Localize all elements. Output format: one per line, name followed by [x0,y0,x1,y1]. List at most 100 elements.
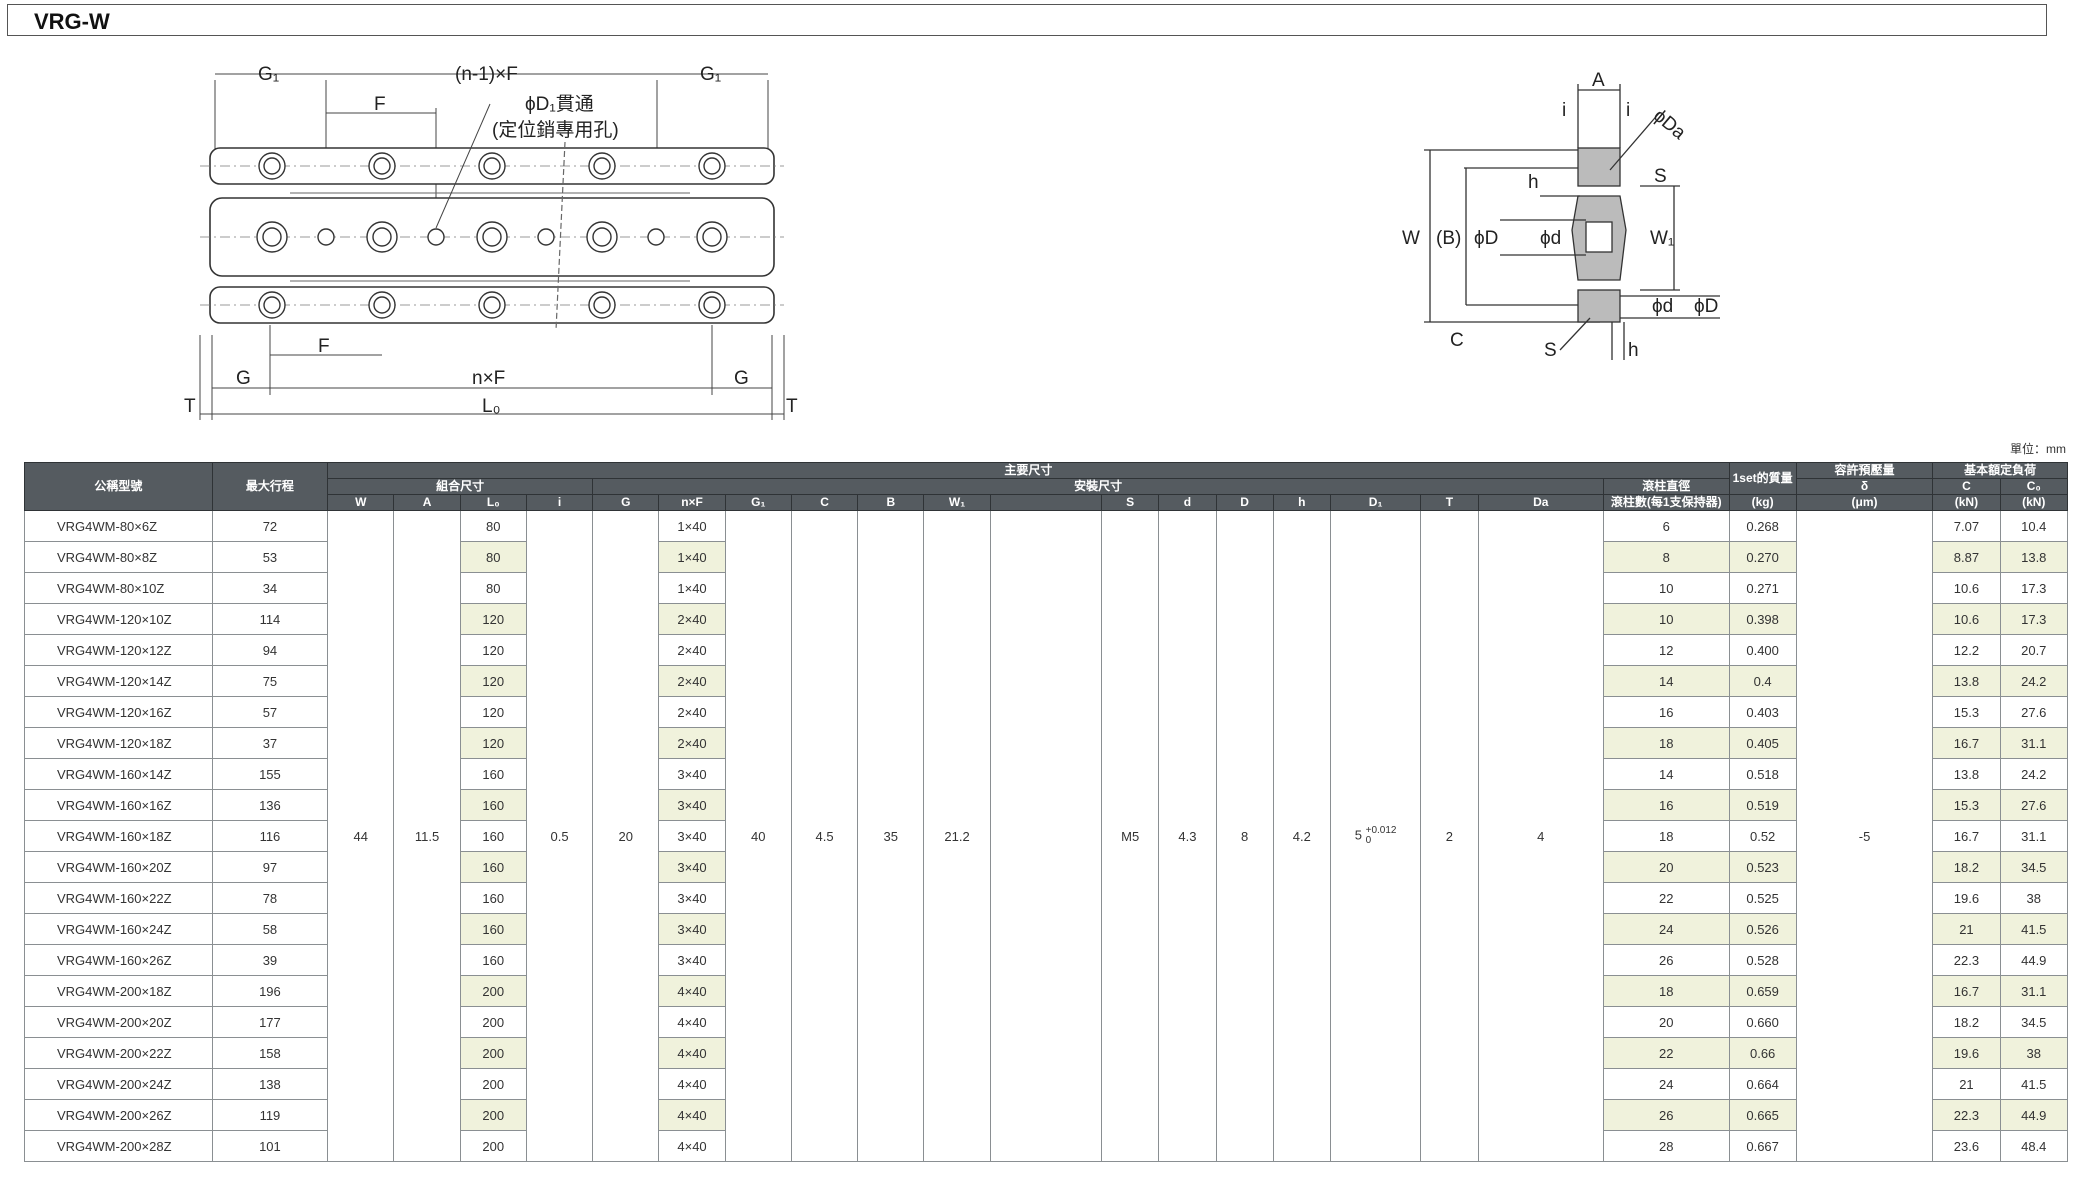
table-cell: 16.7 [1932,727,2001,759]
table-cell: VRG4WM-200×20Z [24,1006,213,1038]
table-cell: 22 [1603,882,1730,914]
table-cell: VRG4WM-160×18Z [24,820,213,852]
th-nf: n×F [658,494,726,511]
table-cell: VRG4WM-200×28Z [24,1130,213,1162]
table-cell: 4×40 [658,1006,726,1038]
table-cell: 0.403 [1728,696,1797,728]
th-preload-sym: δ [1795,478,1934,495]
table-cell: VRG4WM-80×8Z [24,541,213,573]
table-cell: 13.8 [1999,541,2069,573]
table-cell: 37 [211,727,329,759]
th-c-unit: (kN) [1932,494,2001,511]
table-cell: 48.4 [1999,1130,2069,1162]
table-cell: VRG4WM-160×20Z [24,851,213,883]
label-phi-d-big-2: ϕD [1694,296,1718,317]
table-cell: 16.7 [1932,975,2001,1007]
table-cell: 22.3 [1932,1099,2001,1131]
label-w1: W₁ [1650,228,1674,249]
table-cell: 0.52 [1728,820,1797,852]
th-preload-unit: (μm) [1795,494,1934,511]
table-cell: VRG4WM-200×18Z [24,975,213,1007]
table-cell: 138 [211,1068,329,1100]
label-f-bottom: F [318,336,330,357]
table-cell: 160 [459,758,527,790]
table-cell: 15.3 [1932,696,2001,728]
table-cell: 2×40 [658,634,726,666]
table-cell: 24 [1603,1068,1730,1100]
table-cell: 26 [1603,944,1730,976]
th-h: h [1272,494,1331,511]
th-mass: 1set的質量 [1728,462,1797,495]
label-g-left: G [236,368,251,389]
d1-base: 5 [1354,827,1362,843]
label-i-right: i [1626,100,1630,121]
page-title: VRG-W [34,9,110,34]
table-cell: 40 [724,510,792,1162]
label-i-left: i [1562,100,1566,121]
table-cell: 28 [1603,1130,1730,1162]
table-cell: 13.8 [1932,758,2001,790]
th-roller-dia: 滾柱直徑 [1603,478,1730,495]
table-cell: VRG4WM-120×12Z [24,634,213,666]
table-cell: 20 [1603,1006,1730,1038]
table-cell: 0.667 [1728,1130,1797,1162]
label-d1-thru: ϕD₁貫通 [525,93,594,115]
th-s: S [1101,494,1160,511]
table-cell: 8 [1215,510,1274,1162]
label-pin-hole: (定位銷專用孔) [492,119,619,141]
table-cell: M5 [1101,510,1160,1162]
table-cell: 0.519 [1728,789,1797,821]
table-cell: 8.87 [1932,541,2001,573]
label-l0: L₀ [482,396,500,417]
table-cell: 38 [1999,1037,2069,1069]
th-d1: D₁ [1329,494,1422,511]
label-c: C [1450,330,1464,351]
label-g1-right: G₁ [700,64,721,85]
th-load: 基本額定負荷 [1932,462,2068,479]
table-cell: 4×40 [658,1068,726,1100]
table-cell: 35 [857,510,925,1162]
table-cell: 12 [1603,634,1730,666]
table-cell: 20 [592,510,660,1162]
table-cell: VRG4WM-120×16Z [24,696,213,728]
table-cell: 17.3 [1999,572,2069,604]
table-cell: 34 [211,572,329,604]
table-cell: 18 [1603,975,1730,1007]
table-cell: 24.2 [1999,758,2069,790]
table-cell: 2 [1420,510,1479,1162]
label-phi-d-small-2: ϕd [1652,296,1673,317]
table-cell: 2×40 [658,696,726,728]
th-d: d [1158,494,1217,511]
table-cell: 39 [211,944,329,976]
table-cell: 16.7 [1932,820,2001,852]
table-cell: 44.9 [1999,1099,2069,1131]
table-cell: 14 [1603,665,1730,697]
table-cell: 18.2 [1932,851,2001,883]
th-b: B [857,494,925,511]
table-cell: 10.4 [1999,510,2069,542]
table-cell: 3×40 [658,758,726,790]
table-cell: 23.6 [1932,1130,2001,1162]
table-cell: 58 [211,913,329,945]
table-cell: 31.1 [1999,727,2069,759]
table-cell: 19.6 [1932,882,2001,914]
label-s-top: S [1654,166,1667,187]
table-cell: 97 [211,851,329,883]
table-cell: 18.2 [1932,1006,2001,1038]
label-b: (B) [1436,228,1461,249]
table-cell: 200 [459,1037,527,1069]
table-cell: 160 [459,944,527,976]
th-model: 公稱型號 [24,462,213,511]
label-n1f: (n-1)×F [455,64,518,85]
th-g1: G₁ [724,494,792,511]
table-cell: 160 [459,851,527,883]
table-cell: VRG4WM-160×26Z [24,944,213,976]
table-cell: VRG4WM-160×14Z [24,758,213,790]
table-cell: 94 [211,634,329,666]
